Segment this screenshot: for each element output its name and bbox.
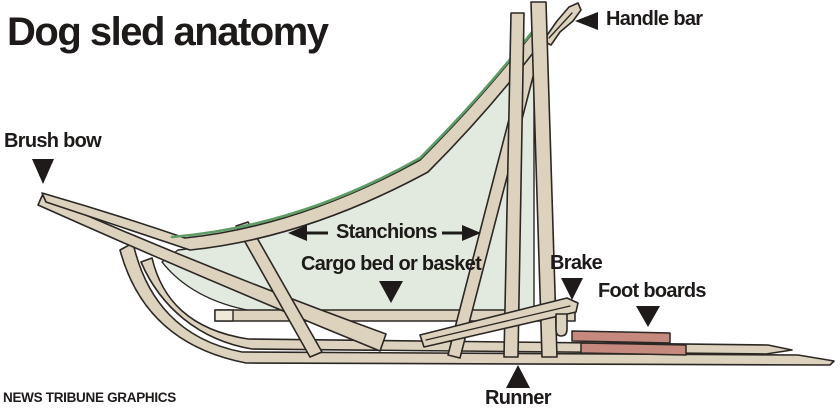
foot-board-lower-shape xyxy=(580,342,687,356)
basket-trim-line xyxy=(170,25,538,239)
cargo-bed-rail-end-cap xyxy=(214,309,234,322)
brake-arm-edge-line xyxy=(425,305,571,341)
foot-board-rail-shape xyxy=(140,257,793,355)
brake-claw-shape xyxy=(555,313,568,337)
label-foot-boards: Foot boards xyxy=(598,280,707,302)
label-brush-bow: Brush bow xyxy=(4,130,102,152)
label-stanchions: Stanchions xyxy=(336,221,437,243)
runner-shape xyxy=(119,242,835,366)
foot-boards-arrow-icon xyxy=(636,306,660,327)
label-brake: Brake xyxy=(550,252,603,274)
handle-bar-edge-line xyxy=(548,12,573,39)
front-stanchion-shape xyxy=(235,221,323,358)
brush-bow-arrow-icon xyxy=(32,159,54,184)
rear-post-main-shape xyxy=(530,1,558,358)
rear-post-far-shape xyxy=(503,12,525,358)
cargo-bed-arrow-icon xyxy=(379,281,403,303)
label-runner: Runner xyxy=(485,387,552,409)
stanchions-right-arrow-icon xyxy=(462,225,481,241)
runner-arrow-icon xyxy=(506,365,530,388)
brake-arrow-icon xyxy=(561,278,583,300)
source-credit: NEWS TRIBUNE GRAPHICS xyxy=(3,390,176,405)
foot-board-upper-shape xyxy=(571,330,671,344)
stanchions-left-arrow-icon xyxy=(288,225,307,241)
label-handle-bar: Handle bar xyxy=(606,8,703,30)
handle-bar-arrow-icon xyxy=(575,12,598,30)
page-title: Dog sled anatomy xyxy=(7,10,329,54)
label-cargo-bed: Cargo bed or basket xyxy=(301,253,482,275)
